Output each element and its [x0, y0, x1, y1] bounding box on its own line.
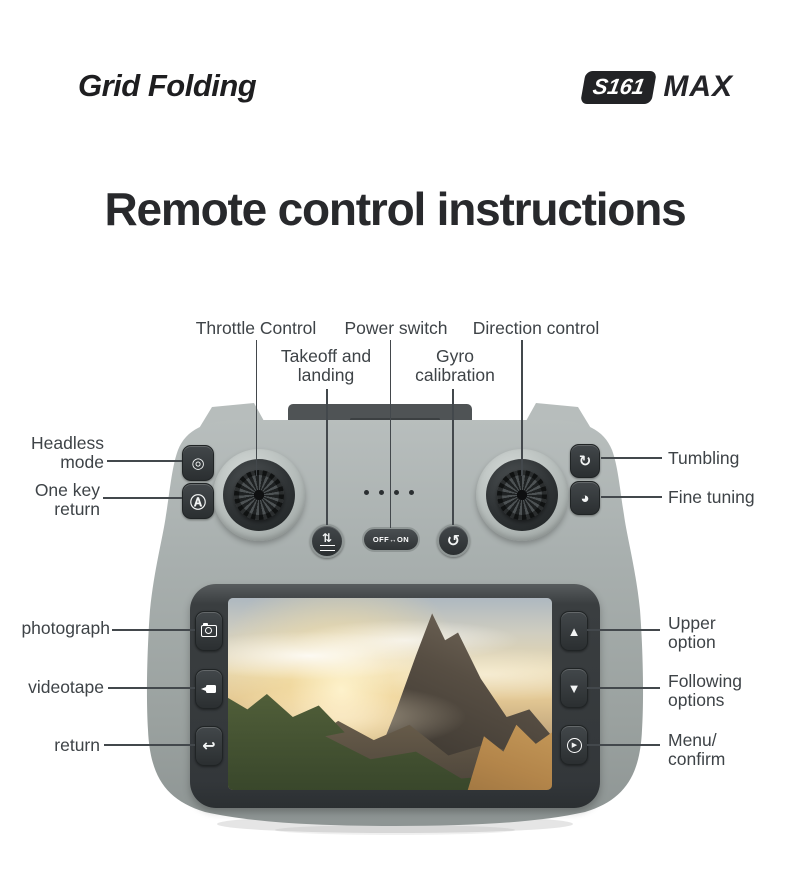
joystick-cap [497, 470, 547, 520]
return-button: ↩ [195, 726, 223, 766]
label-videotape: videotape [28, 677, 104, 697]
brand-logo: Grid Folding [78, 68, 257, 103]
callout-line-photograph [112, 629, 195, 631]
callout-line-menu-confirm [587, 744, 660, 746]
callout-line-power [389, 340, 391, 528]
tumbling-button: ↻ [570, 444, 600, 478]
one-key-return-icon: Ⓐ [189, 495, 206, 512]
one-key-return-button: Ⓐ [182, 483, 214, 519]
callout-line-tumbling [601, 457, 662, 459]
model-suffix: MAX [663, 70, 733, 103]
status-led [409, 490, 414, 495]
label-headless-mode: Headless mode [31, 433, 104, 472]
video-camera-icon [201, 685, 216, 693]
label-following-options: Following options [668, 671, 742, 710]
following-options-button: ▼ [560, 668, 588, 708]
callout-line-throttle [255, 340, 257, 476]
label-tumbling: Tumbling [668, 448, 740, 468]
label-gyro-calibration: Gyro calibration [415, 346, 495, 385]
menu-confirm-button: ▶ [560, 725, 588, 765]
label-one-key-return: One key return [34, 480, 100, 519]
camera-icon [201, 622, 217, 637]
left-joystick-throttle [213, 449, 305, 541]
takeoff-landing-icon: ⇅ [319, 532, 335, 551]
power-switch: OFF↔ON [362, 527, 420, 552]
tumbling-icon: ↻ [578, 453, 592, 470]
callout-line-headless [107, 460, 182, 462]
label-fine-tuning: Fine tuning [668, 487, 755, 507]
label-upper-option: Upper option [668, 613, 716, 652]
gyro-calibration-button: ↺ [437, 524, 470, 557]
gyro-calibration-icon: ↺ [446, 532, 461, 550]
status-led [364, 490, 369, 495]
fine-tuning-icon: ◕ [580, 489, 590, 507]
return-arrow-icon: ↩ [202, 738, 216, 755]
photograph-button [195, 611, 223, 651]
headless-mode-icon: ◎ [191, 455, 205, 472]
up-arrow-icon: ▲ [567, 623, 581, 639]
page-title: Remote control instructions [104, 183, 687, 235]
label-menu-confirm: Menu/ confirm [668, 730, 726, 769]
callout-line-direction [521, 340, 523, 476]
label-photograph: photograph [21, 618, 110, 638]
label-direction-control: Direction control [472, 318, 600, 338]
circled-play-icon: ▶ [566, 737, 582, 753]
fine-tuning-button: ◕ [570, 481, 600, 515]
status-led [394, 490, 399, 495]
callout-line-return [104, 744, 195, 746]
callout-line-upper-option [587, 629, 660, 631]
label-takeoff-landing: Takeoff and landing [280, 346, 372, 385]
callout-line-videotape [108, 687, 195, 689]
callout-line-fine-tuning [601, 496, 662, 498]
joystick-cap [234, 470, 284, 520]
upper-option-button: ▲ [560, 611, 588, 651]
label-power-switch: Power switch [344, 318, 448, 338]
headless-mode-button: ◎ [182, 445, 214, 481]
power-switch-label: OFF↔ON [372, 535, 410, 544]
callout-line-one-key [103, 497, 182, 499]
label-return: return [54, 735, 100, 755]
videotape-button [195, 669, 223, 709]
callout-line-takeoff [326, 389, 328, 525]
callout-line-gyro [452, 389, 454, 525]
label-throttle-control: Throttle Control [195, 318, 317, 338]
display-screen [228, 598, 552, 790]
takeoff-landing-button: ⇅ [310, 524, 344, 558]
callout-line-following-options [587, 687, 660, 689]
drop-shadow-soft [275, 825, 515, 835]
model-badge-group: S161 MAX [580, 70, 733, 104]
down-arrow-icon: ▼ [567, 680, 581, 696]
joystick-well [223, 459, 295, 531]
status-led [379, 490, 384, 495]
